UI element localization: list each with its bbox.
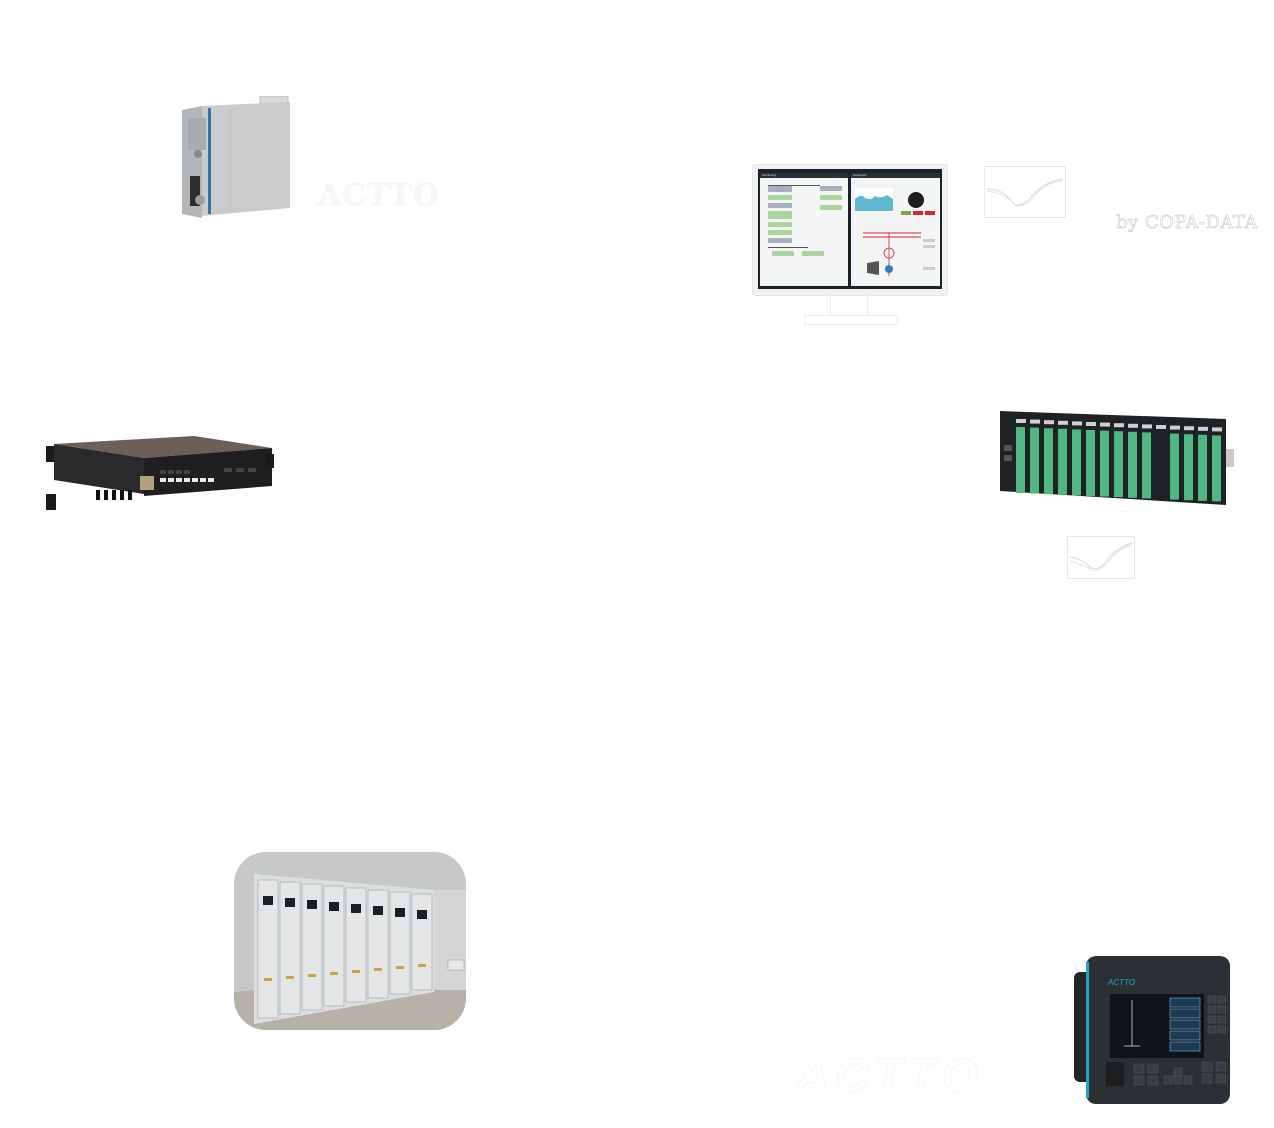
plc-io-module: [1128, 431, 1137, 498]
copa-data-logo: by COPA-DATA: [1116, 212, 1258, 234]
generator-controller-image: ACTTO: [1074, 954, 1232, 1106]
switchgear-panel: [389, 891, 411, 995]
plc-io-module: [1184, 434, 1193, 501]
controller-brand-text: ACTTO: [1107, 978, 1135, 987]
network-switch-image: [44, 434, 276, 514]
brand-logo-faint: ACTTO: [796, 1049, 984, 1102]
generator-pane: Generator: [851, 173, 940, 286]
plc-io-module: [1100, 430, 1109, 497]
switchgear-panel: [323, 885, 345, 1007]
curve-thumbnail: [1067, 536, 1135, 579]
io-plc-image: [998, 405, 1236, 510]
plc-io-module: [1170, 433, 1179, 500]
plc-io-module: [1044, 428, 1053, 495]
curve-thumbnail: [984, 166, 1066, 218]
plc-io-module: [1030, 427, 1039, 494]
plc-io-module: [1156, 433, 1165, 499]
brand-logo-faint: ACTTO: [318, 178, 440, 213]
plc-io-module: [1212, 435, 1221, 502]
monitor-screen: Monitoring Generator: [758, 169, 942, 289]
switchgear-panel: [301, 883, 323, 1011]
monitor-stand: [830, 295, 868, 315]
plc-io-module: [1198, 434, 1207, 501]
plc-io-module: [1072, 429, 1081, 496]
plc-io-module: [1114, 431, 1123, 498]
plc-io-module: [1086, 430, 1095, 496]
switchgear-panel: [411, 893, 433, 991]
monitoring-pane: Monitoring: [760, 173, 848, 286]
plc-io-module: [1058, 428, 1067, 495]
industrial-pc-image: [180, 95, 292, 224]
switchgear-panel: [279, 881, 301, 1015]
switchgear-panel: [367, 889, 389, 999]
switchgear-panel: [257, 879, 279, 1019]
scada-monitor-image: Monitoring Generator: [752, 164, 948, 326]
monitor-base: [804, 315, 898, 325]
plc-io-module: [1016, 427, 1025, 493]
switchgear-panel: [345, 887, 367, 1003]
plc-io-module: [1142, 432, 1151, 499]
switchgear-room-photo: [234, 852, 466, 1030]
